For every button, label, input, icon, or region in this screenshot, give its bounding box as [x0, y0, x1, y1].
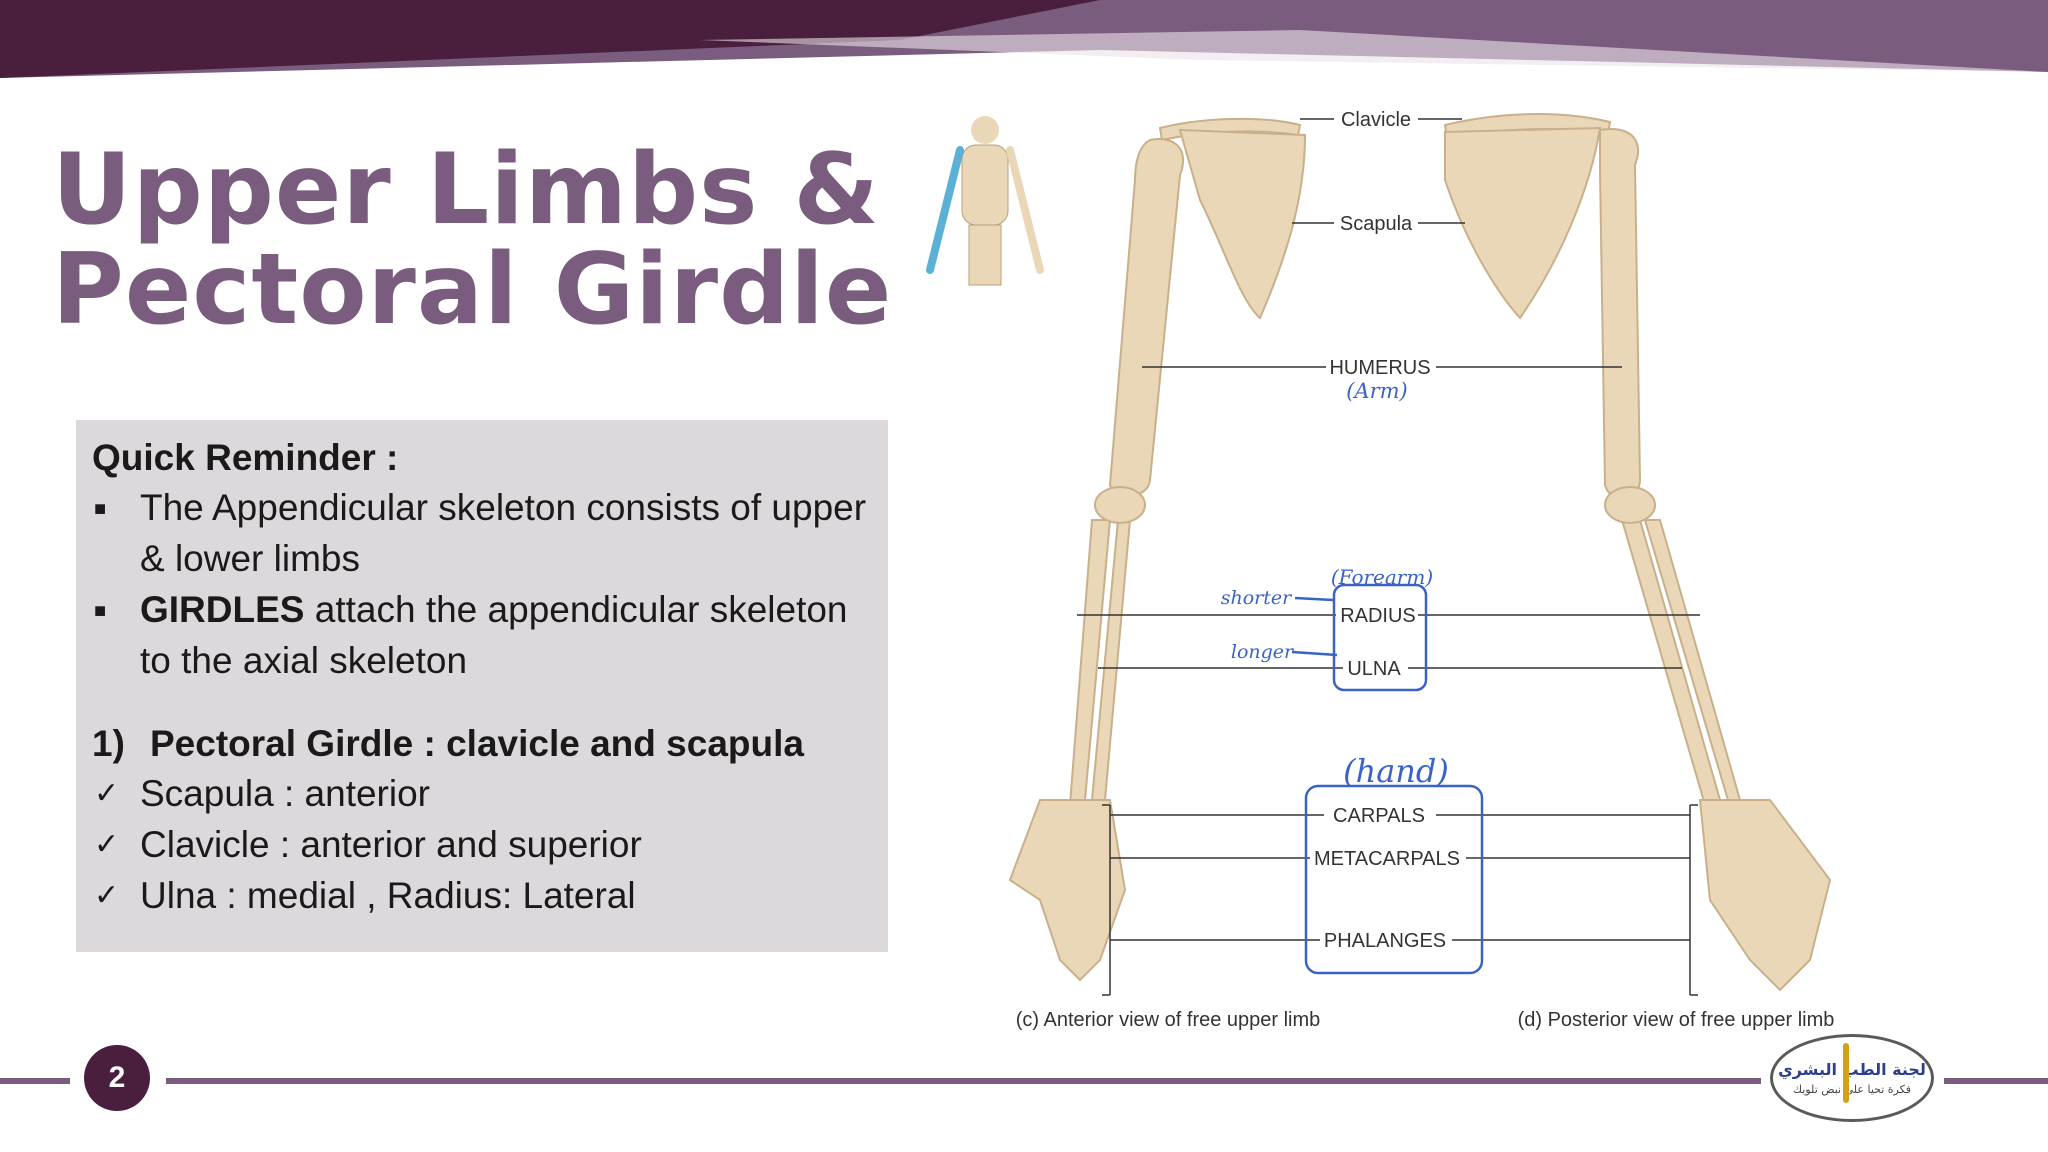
check-text: Ulna : medial , Radius: Lateral: [140, 875, 636, 916]
caduceus-icon: [1843, 1043, 1849, 1103]
left-hand: [1008, 799, 1127, 982]
section-number: 1): [92, 723, 125, 764]
check-icon: ✓: [94, 777, 120, 810]
reminder-bullets: ■ The Appendicular skeleton consists of …: [92, 482, 872, 686]
bullet-bold-text: GIRDLES: [140, 589, 305, 630]
radius-label: RADIUS: [1340, 605, 1416, 627]
check-icon: ✓: [94, 828, 120, 861]
forearm-note: (Forearm): [1331, 565, 1433, 589]
leader-lines: [1077, 118, 1700, 996]
check-item: ✓ Scapula : anterior: [92, 768, 872, 819]
scapula-label: Scapula: [1340, 213, 1413, 235]
title-line-1: Upper Limbs &: [52, 133, 881, 247]
footer-line-left: [0, 1078, 70, 1084]
logo-subtext: فكرة تحيا على نبض تلويك: [1793, 1083, 1911, 1096]
section-heading: 1) Pectoral Girdle : clavicle and scapula: [92, 720, 872, 768]
top-banner: [0, 0, 2048, 78]
logo-text: لجنة الطب البشري: [1778, 1060, 1926, 1079]
check-item: ✓ Ulna : medial , Radius: Lateral: [92, 870, 872, 921]
ulna-label: ULNA: [1347, 658, 1401, 680]
check-icon: ✓: [94, 879, 120, 912]
bullet-text: attach the appendicular skeleton to the …: [140, 589, 848, 681]
left-humerus: [1108, 138, 1185, 497]
posterior-caption: (d) Posterior view of free upper limb: [1518, 1009, 1835, 1031]
right-humerus: [1599, 128, 1642, 499]
left-scapula: [1178, 128, 1307, 320]
bullet-item: ■ GIRDLES attach the appendicular skelet…: [92, 584, 872, 686]
posterior-limb: [1443, 113, 1832, 992]
reminder-heading: Quick Reminder :: [92, 437, 399, 478]
arm-note: (Arm): [1346, 379, 1408, 403]
check-text: Clavicle : anterior and superior: [140, 824, 642, 865]
anterior-caption: (c) Anterior view of free upper limb: [1016, 1009, 1321, 1031]
square-bullet-icon: ■: [94, 498, 107, 520]
upper-limb-diagram: Clavicle Scapula HUMERUS RADIUS ULNA CAR…: [926, 109, 1835, 1031]
check-list: ✓ Scapula : anterior ✓ Clavicle : anteri…: [92, 768, 872, 921]
square-bullet-icon: ■: [94, 600, 107, 622]
shorter-note: shorter: [1221, 587, 1293, 609]
footer-line-right: [1944, 1078, 2048, 1084]
slide-title: Upper Limbs & Pectoral Girdle: [52, 140, 912, 340]
clavicle-label: Clavicle: [1341, 109, 1411, 131]
committee-logo: لجنة الطب البشري فكرة تحيا على نبض تلويك: [1770, 1034, 1934, 1122]
bullet-text: The Appendicular skeleton consists of up…: [140, 487, 867, 579]
carpals-label: CARPALS: [1333, 805, 1425, 827]
footer-line-middle: [166, 1078, 1761, 1084]
check-item: ✓ Clavicle : anterior and superior: [92, 819, 872, 870]
title-line-2: Pectoral Girdle: [52, 233, 893, 347]
metacarpals-label: METACARPALS: [1314, 848, 1460, 870]
check-text: Scapula : anterior: [140, 773, 431, 814]
skeleton-thumbnail: [926, 116, 1044, 286]
page-number: 2: [84, 1045, 150, 1111]
phalanges-label: PHALANGES: [1324, 930, 1446, 952]
right-hand: [1698, 799, 1832, 992]
longer-note: longer: [1231, 641, 1295, 663]
right-scapula: [1444, 126, 1602, 320]
annotation-boxes: [1291, 583, 1484, 975]
humerus-label: HUMERUS: [1329, 357, 1430, 379]
hand-note: (hand): [1343, 752, 1449, 790]
quick-reminder-box: Quick Reminder : ■ The Appendicular skel…: [76, 420, 888, 952]
bullet-item: ■ The Appendicular skeleton consists of …: [92, 482, 872, 584]
anterior-limb: [1008, 117, 1307, 982]
section-title: Pectoral Girdle : clavicle and scapula: [150, 723, 804, 764]
